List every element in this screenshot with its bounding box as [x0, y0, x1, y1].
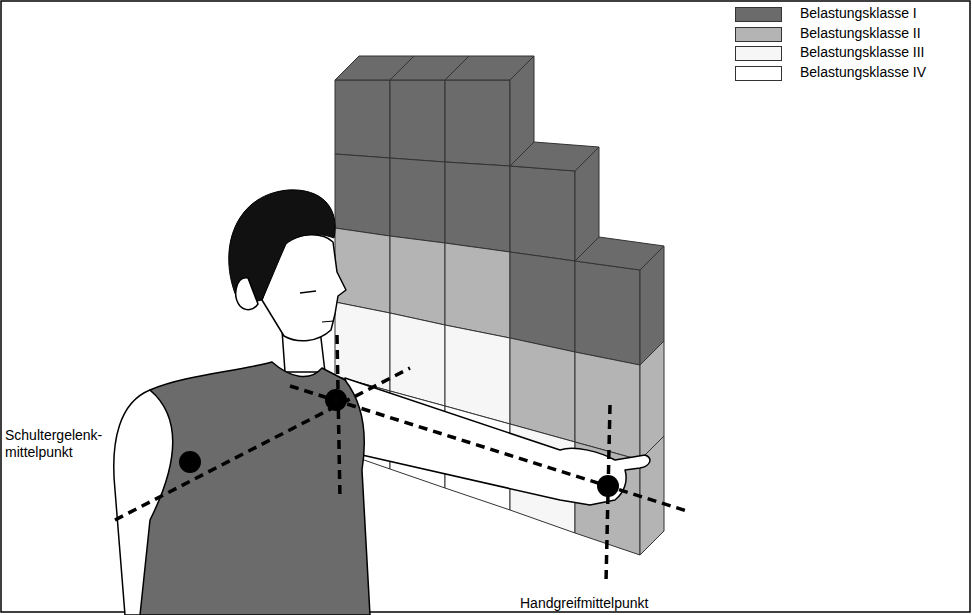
- cube-face: [510, 252, 575, 352]
- arm-axis: [290, 386, 690, 512]
- legend-text: Belastungsklasse I: [800, 5, 917, 22]
- cube-face: [335, 154, 390, 236]
- joint-dot: [179, 451, 201, 473]
- cube-side: [575, 147, 599, 261]
- cube-face: [445, 243, 510, 338]
- ear: [236, 278, 258, 310]
- eye: [300, 291, 316, 293]
- legend-text: Belastungsklasse III: [800, 44, 925, 61]
- joint-dot: [597, 475, 619, 497]
- cube-face: [390, 158, 445, 243]
- legend-swatch: [735, 7, 782, 22]
- legend-swatch: [735, 66, 782, 81]
- legend-swatch: [735, 46, 782, 61]
- legend-swatch: [735, 27, 782, 42]
- legend-text: Belastungsklasse IV: [800, 64, 926, 81]
- arm: [345, 378, 650, 505]
- cube-face: [445, 162, 510, 252]
- shoulder-label: Schultergelenk- mittelpunkt: [5, 427, 111, 461]
- cube-face: [445, 80, 510, 166]
- cube-face: [335, 228, 390, 313]
- cube-face: [575, 261, 640, 365]
- cube-side: [510, 56, 534, 166]
- cube-face: [510, 166, 575, 261]
- legend-text: Belastungsklasse II: [800, 25, 921, 42]
- mouth: [322, 321, 334, 322]
- shoulder-vertical-axis: [337, 335, 340, 500]
- cube-face: [335, 302, 390, 391]
- cube-side: [640, 436, 664, 555]
- hand-label: Handgreifmittelpunkt: [520, 595, 690, 612]
- cube-face: [390, 313, 445, 406]
- cube-face: [390, 80, 445, 162]
- shoulder-axis: [115, 368, 410, 520]
- cube-face: [390, 236, 445, 325]
- joint-dot: [325, 389, 347, 411]
- cube-face: [335, 80, 390, 158]
